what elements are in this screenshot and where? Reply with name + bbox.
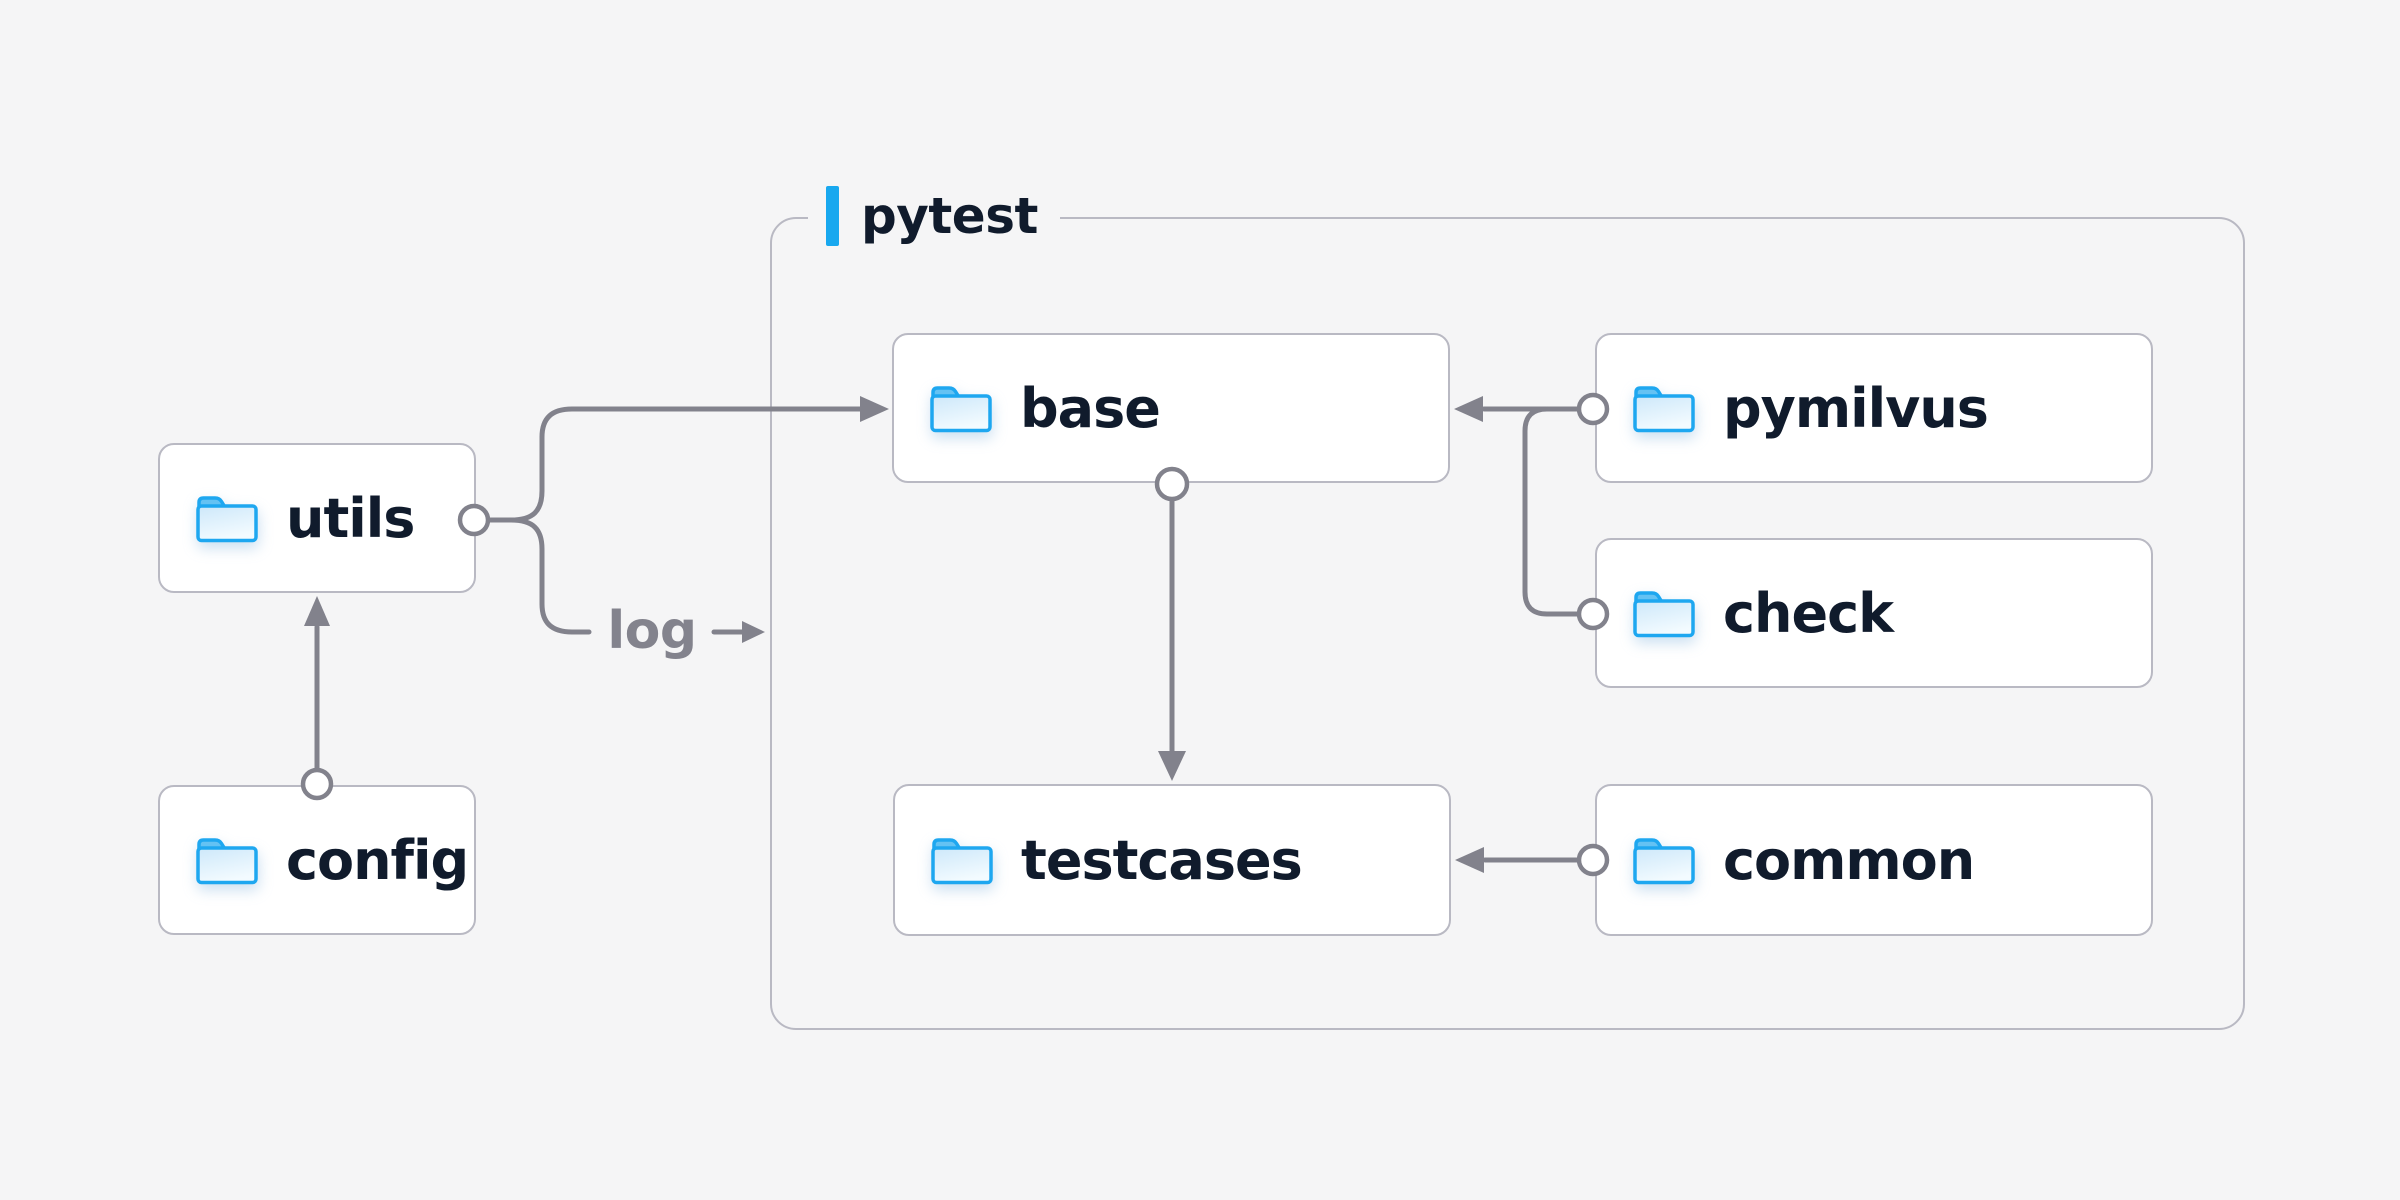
- node-base: base: [892, 333, 1450, 483]
- node-config: config: [158, 785, 476, 935]
- node-label: common: [1723, 828, 1975, 892]
- node-label: pymilvus: [1723, 376, 1989, 440]
- node-label: base: [1020, 376, 1161, 440]
- pytest-group-box: [770, 217, 2245, 1030]
- folder-icon: [1633, 838, 1695, 885]
- node-pymilvus: pymilvus: [1595, 333, 2153, 483]
- folder-icon: [930, 386, 992, 433]
- accent-bar: [826, 186, 839, 246]
- node-check: check: [1595, 538, 2153, 688]
- folder-icon: [1633, 591, 1695, 638]
- node-utils: utils: [158, 443, 476, 593]
- node-label: testcases: [1021, 828, 1303, 892]
- node-label: check: [1723, 581, 1894, 645]
- pytest-group-label: pytest: [808, 185, 1060, 247]
- folder-icon: [1633, 386, 1695, 433]
- node-label: config: [286, 828, 469, 892]
- edge-config-utils: [300, 596, 334, 801]
- node-label: utils: [286, 486, 415, 550]
- node-common: common: [1595, 784, 2153, 936]
- edge-label-log: log: [607, 601, 697, 661]
- node-testcases: testcases: [893, 784, 1451, 936]
- folder-icon: [931, 838, 993, 885]
- folder-icon: [196, 496, 258, 543]
- folder-icon: [196, 838, 258, 885]
- group-title: pytest: [861, 187, 1038, 245]
